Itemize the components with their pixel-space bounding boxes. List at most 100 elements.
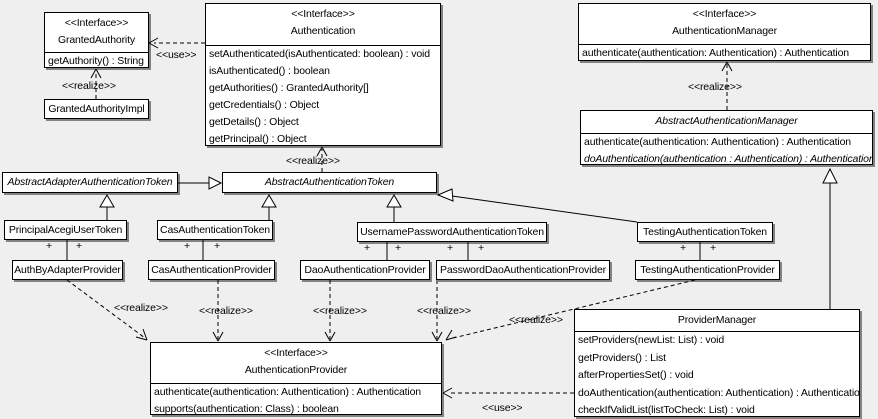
generalization-arrow-icon — [261, 194, 277, 208]
class-cas-authentication-token: CasAuthenticationToken — [157, 220, 273, 240]
methods-compartment: authenticate(authentication: Authenticat… — [581, 133, 872, 168]
open-arrowhead-icon — [431, 331, 438, 342]
class-granted-authority-impl: GrantedAuthorityImpl — [44, 99, 149, 119]
edge-realize — [324, 280, 336, 342]
class-abstract-adapter-authentication-token: AbstractAdapterAuthenticationToken — [2, 172, 178, 193]
class-title: CasAuthenticationProvider — [149, 261, 274, 279]
open-arrowhead-icon — [445, 336, 457, 341]
open-arrowhead-icon — [142, 328, 148, 341]
open-arrowhead-icon — [721, 61, 728, 72]
class-testing-authentication-provider: TestingAuthenticationProvider — [635, 260, 780, 280]
method-row: authenticate(authentication: Authenticat… — [154, 386, 421, 398]
class-name: GrantedAuthority — [58, 34, 135, 46]
class-title: AbstractAuthenticationManager — [581, 111, 872, 133]
realize-label: <<realize>> — [199, 305, 253, 317]
class-name: CasAuthenticationProvider — [151, 263, 272, 276]
stereotype-label: <<Interface>> — [291, 8, 355, 20]
generalization-arrow-icon — [386, 194, 402, 208]
class-authentication-provider: <<Interface>> AuthenticationProvider authe… — [150, 342, 442, 415]
class-title: UsernamePasswordAuthenticationToken — [358, 223, 546, 241]
edge-generalization — [178, 176, 223, 190]
edge-realize — [316, 146, 328, 172]
association-end-visibility-label: + — [395, 242, 402, 254]
method-row: isAuthenticated() : boolean — [209, 65, 330, 77]
class-granted-authority: <<Interface>>GrantedAuthority getAuthorit… — [44, 12, 149, 68]
open-arrowhead-icon — [329, 331, 336, 342]
open-arrowhead-icon — [445, 329, 453, 341]
association-end-visibility-label: + — [680, 242, 687, 254]
open-arrowhead-icon — [436, 331, 443, 342]
class-name: CasAuthenticationToken — [160, 223, 270, 236]
generalization-arrow-icon — [822, 167, 838, 184]
class-title: AuthByAdapterProvider — [13, 261, 122, 279]
edge-use — [148, 37, 205, 49]
class-provider-manager: ProviderManager setProviders(newList: Lis… — [574, 309, 860, 417]
open-arrowhead-icon — [135, 336, 148, 341]
methods-compartment: getAuthority() : String — [45, 52, 148, 70]
class-name: AuthenticationProvider — [244, 364, 348, 376]
methods-compartment: authenticate(authentication: Authenticat… — [579, 44, 870, 62]
class-name: AbstractAuthenticationToken — [264, 176, 395, 188]
association-end-visibility-label: + — [447, 242, 454, 254]
method-row: afterPropertiesSet() : void — [578, 369, 694, 382]
class-title: <<Interface>>GrantedAuthority — [45, 13, 148, 52]
method-row: getAuthorities() : GrantedAuthority[] — [209, 82, 369, 94]
association-end-visibility-label: + — [710, 242, 717, 254]
edge-realize — [90, 68, 102, 99]
method-row: getProviders() : List — [578, 351, 666, 364]
open-arrowhead-icon — [217, 331, 224, 342]
stereotype-label: <<Interface>> — [692, 8, 757, 20]
association-end-visibility-label: + — [364, 242, 371, 254]
class-name: GrantedAuthorityImpl — [48, 102, 145, 115]
class-title: TestingAuthenticationProvider — [636, 261, 779, 279]
realize-label: <<realize>> — [688, 81, 742, 93]
method-row: getAuthority() : String — [48, 55, 144, 67]
edge-generalization — [822, 167, 838, 309]
association-end-visibility-label: + — [46, 240, 53, 252]
class-title: CasAuthenticationToken — [158, 221, 272, 239]
class-name: ProviderManager — [677, 314, 757, 326]
class-name: AuthByAdapterProvider — [14, 263, 121, 276]
realize-label: <<realize>> — [114, 302, 168, 314]
stereotype-label: <<Interface>> — [264, 347, 328, 359]
generalization-arrow-icon — [436, 188, 454, 202]
class-username-password-authentication-token: UsernamePasswordAuthenticationToken — [357, 222, 547, 242]
class-auth-by-adapter-provider: AuthByAdapterProvider — [12, 260, 123, 280]
class-principal-acegi-user-token: PrincipalAcegiUserToken — [4, 220, 127, 240]
methods-compartment: setAuthenticated(isAuthenticated: boolea… — [206, 45, 440, 148]
edge-use — [442, 387, 574, 399]
class-title: ProviderManager — [575, 310, 859, 331]
association-end-visibility-label: + — [184, 240, 191, 252]
generalization-arrow-icon — [208, 176, 223, 190]
edge-generalization — [99, 194, 115, 220]
method-row: checkIfValidList(listToCheck: List) : vo… — [578, 404, 755, 417]
edge-realize — [212, 280, 224, 342]
class-title: PrincipalAcegiUserToken — [5, 221, 126, 239]
class-title: AbstractAuthenticationToken — [223, 173, 436, 192]
association-end-visibility-label: + — [214, 240, 221, 252]
edge-generalization — [261, 194, 277, 220]
class-abstract-authentication-token: AbstractAuthenticationToken — [222, 172, 437, 193]
association-end-visibility-label: + — [478, 242, 485, 254]
class-abstract-authentication-manager: AbstractAuthenticationManager authenticat… — [580, 110, 873, 165]
class-name: AbstractAuthenticationManager — [655, 115, 798, 127]
open-arrowhead-icon — [148, 42, 159, 49]
class-name: PasswordDaoAuthenticationProvider — [439, 263, 607, 276]
open-arrowhead-icon — [316, 146, 323, 157]
class-title: <<Interface>> AuthenticationManager — [579, 4, 870, 44]
generalization-arrow-icon — [99, 194, 115, 208]
method-row: authenticate(authentication: Authenticat… — [582, 47, 849, 59]
class-password-dao-authentication-provider: PasswordDaoAuthenticationProvider — [436, 260, 610, 280]
class-name: TestingAuthenticationProvider — [640, 263, 775, 276]
open-arrowhead-icon — [90, 68, 97, 79]
open-arrowhead-icon — [726, 61, 733, 72]
method-row: doAuthentication(authentication : Authen… — [584, 153, 872, 165]
open-arrowhead-icon — [148, 37, 159, 44]
open-arrowhead-icon — [442, 387, 453, 394]
class-name: AuthenticationManager — [672, 25, 777, 37]
method-row: getDetails() : Object — [209, 116, 299, 128]
